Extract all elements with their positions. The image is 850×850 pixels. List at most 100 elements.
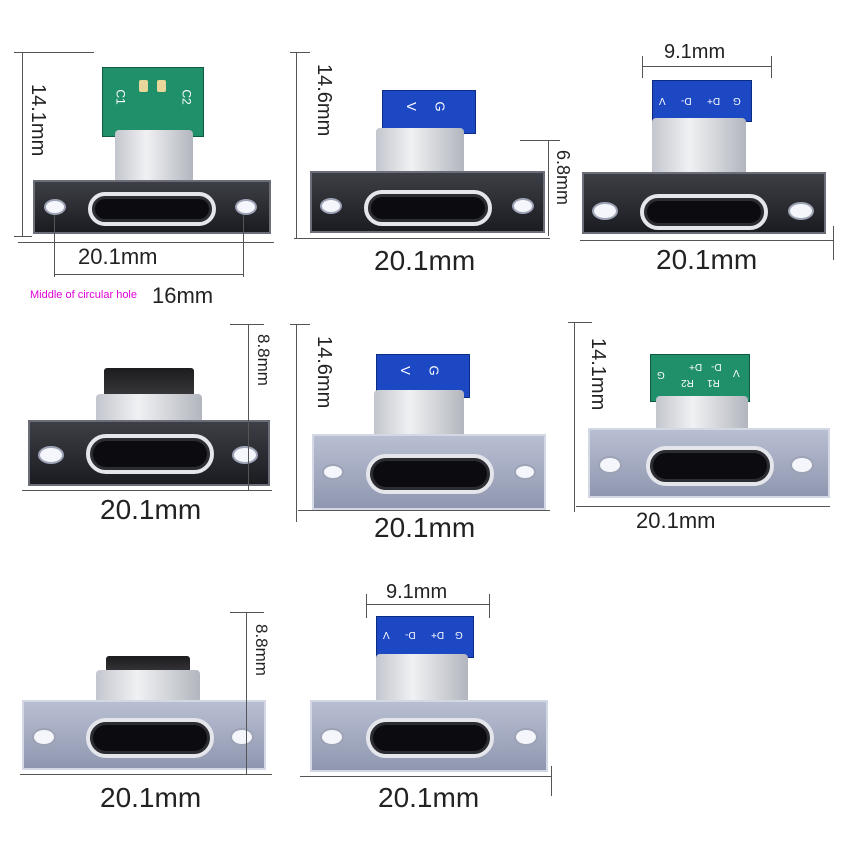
height-tick-top xyxy=(568,322,592,323)
width-tick-right xyxy=(551,766,552,796)
variant-5: 14.6mm V G 20.1mm xyxy=(290,310,580,550)
variant-8: 9.1mm V D- D+ G 20.1mm xyxy=(290,570,580,840)
height-label: 8.8mm xyxy=(252,624,271,676)
width-dimension-line xyxy=(20,774,272,775)
pcb-label-dplus: D+ xyxy=(689,361,703,372)
usb-c-port xyxy=(366,454,494,494)
pcb-label-v: V xyxy=(383,629,390,640)
mount-hole-left xyxy=(598,456,622,474)
usb-c-port xyxy=(88,192,216,226)
board-width-label: 9.1mm xyxy=(664,41,726,63)
connector-shell xyxy=(656,396,748,434)
pcb-board: V D- D+ G xyxy=(376,616,474,658)
pcb-label-r1: R1 xyxy=(707,377,720,388)
height-tick-top xyxy=(290,52,310,53)
mount-hole-left xyxy=(320,198,342,214)
pcb-label-c2: C2 xyxy=(179,89,194,105)
pcb-label-v: V xyxy=(659,95,666,106)
pcb-label-v: V xyxy=(733,367,740,378)
height-label: 14.6mm xyxy=(313,336,335,409)
pcb-board: V G xyxy=(382,90,476,134)
pcb-label-g: G xyxy=(455,629,463,640)
usb-c-port xyxy=(86,718,214,758)
pcb-label-r2: R2 xyxy=(681,377,694,388)
height-tick-top xyxy=(230,324,264,325)
height-label: 14.1mm xyxy=(27,84,49,157)
height-dimension-line xyxy=(296,52,297,238)
mount-hole-left xyxy=(320,728,344,746)
height-label: 14.6mm xyxy=(313,64,335,137)
mount-hole-right xyxy=(235,199,257,215)
height-tick-top xyxy=(290,324,310,325)
width-dimension-line xyxy=(580,240,834,241)
connector-shell xyxy=(115,130,193,185)
hole-spacing-label: 16mm xyxy=(152,283,214,308)
mount-hole-left xyxy=(44,199,66,215)
board-width-tick-left xyxy=(642,56,643,78)
hole-spacing-tick-left xyxy=(54,215,55,277)
plate-height-line xyxy=(548,140,549,236)
board-width-tick-left xyxy=(366,594,367,618)
plate-height-label: 6.8mm xyxy=(553,150,573,206)
connector-shell xyxy=(374,390,464,440)
width-label: 20.1mm xyxy=(378,782,480,813)
pcb-label-g: G xyxy=(426,365,442,376)
height-dimension-line xyxy=(246,612,247,774)
variant-1: 14.1mm C1 C2 20.1mm Middle of circular h… xyxy=(0,0,290,310)
pcb-board: C1 C2 xyxy=(102,67,204,137)
width-label: 20.1mm xyxy=(100,782,202,813)
mount-hole-right xyxy=(512,198,534,214)
width-dimension-line xyxy=(576,506,830,507)
board-width-tick-right xyxy=(489,594,490,618)
board-width-tick-right xyxy=(771,56,772,78)
pcb-label-v: V xyxy=(403,102,419,111)
mount-hole-left xyxy=(322,464,344,480)
connector-shell xyxy=(96,394,202,424)
usb-c-port xyxy=(364,190,492,226)
mount-hole-right xyxy=(514,464,536,480)
width-label: 20.1mm xyxy=(78,244,158,269)
height-label: 8.8mm xyxy=(254,334,273,386)
pcb-label-dminus: D- xyxy=(405,629,416,640)
connector-shell xyxy=(376,128,464,174)
usb-c-port xyxy=(640,194,768,230)
connector-shell xyxy=(96,670,200,704)
mount-hole-right xyxy=(232,446,258,464)
width-dimension-line xyxy=(22,490,272,491)
usb-c-port xyxy=(86,434,214,474)
pcb-label-g: G xyxy=(733,95,741,106)
variant-4: 8.8mm 20.1mm xyxy=(0,310,290,540)
height-dimension-line xyxy=(574,322,575,512)
pcb-board: V D- D+ G xyxy=(652,80,752,122)
mount-hole-right xyxy=(230,728,254,746)
connector-shell xyxy=(376,654,468,704)
width-dimension-line xyxy=(294,238,550,239)
height-tick-bottom xyxy=(14,236,32,237)
pcb-label-v: V xyxy=(397,366,413,375)
height-label: 14.1mm xyxy=(587,338,609,411)
width-dimension-line xyxy=(298,510,550,511)
width-label: 20.1mm xyxy=(656,244,758,275)
variant-2: 14.6mm V G 6.8mm 20.1mm xyxy=(290,0,580,310)
board-width-line xyxy=(366,604,490,605)
usb-c-port xyxy=(366,718,494,758)
pcb-label-g: G xyxy=(432,101,448,112)
width-label: 20.1mm xyxy=(374,512,476,543)
pcb-label-dplus: D+ xyxy=(707,95,721,106)
variant-6: 14.1mm V D- D+ G R1 R2 20.1mm xyxy=(568,310,850,540)
mount-hole-left xyxy=(32,728,56,746)
mount-hole-right xyxy=(788,202,814,220)
connector-shell xyxy=(652,118,746,176)
pcb-label-dplus: D+ xyxy=(431,629,445,640)
pcb-pad xyxy=(157,80,166,92)
mount-hole-left xyxy=(38,446,64,464)
height-tick-top xyxy=(14,52,94,53)
width-dimension-line xyxy=(18,242,274,243)
variant-3: 9.1mm V D- D+ G 20.1mm xyxy=(580,0,850,310)
height-dimension-line xyxy=(22,52,23,237)
plate-height-tick xyxy=(520,140,560,141)
hole-spacing-tick-right xyxy=(243,215,244,277)
board-width-label: 9.1mm xyxy=(386,581,448,603)
height-dimension-line xyxy=(248,324,249,490)
usb-c-port xyxy=(646,446,774,486)
